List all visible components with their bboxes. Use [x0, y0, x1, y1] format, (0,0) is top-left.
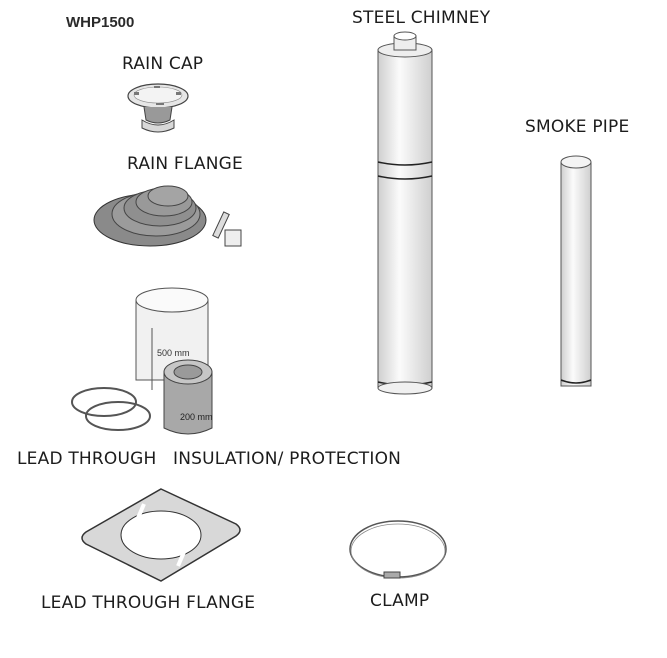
rain-cap-image — [127, 83, 189, 133]
clamp-image — [349, 520, 447, 579]
insulation-protection-label: INSULATION/ PROTECTION — [173, 449, 402, 469]
insulation-image: 500 mm 200 mm — [71, 287, 213, 435]
rain-flange-label: RAIN FLANGE — [127, 154, 243, 174]
smoke-pipe-label: SMOKE PIPE — [525, 117, 630, 137]
lead-through-flange-image — [81, 488, 241, 582]
rain-flange-image — [93, 185, 242, 247]
lead-through-label: LEAD THROUGH — [17, 449, 157, 469]
lead-through-flange-label: LEAD THROUGH FLANGE — [41, 593, 256, 613]
clamp-label: CLAMP — [370, 591, 430, 611]
ring-height-text: 200 mm — [180, 412, 213, 422]
sheet-height-text: 500 mm — [157, 348, 190, 358]
rain-cap-label: RAIN CAP — [122, 54, 204, 74]
steel-chimney-label: STEEL CHIMNEY — [352, 8, 491, 28]
smoke-pipe-image — [560, 155, 592, 387]
steel-chimney-image — [377, 31, 433, 395]
product-code: WHP1500 — [66, 14, 135, 31]
